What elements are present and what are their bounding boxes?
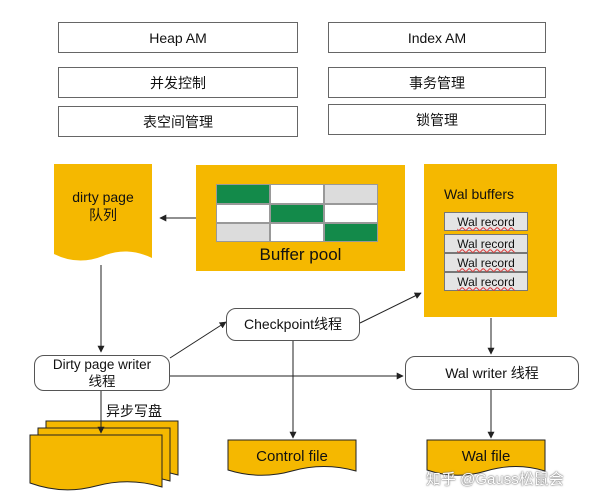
- dirty-page-queue-line1: dirty page: [72, 189, 134, 205]
- buffer-page-free: [216, 204, 270, 223]
- transaction-management-box: 事务管理: [328, 67, 546, 98]
- wal-record: Wal record: [444, 253, 528, 272]
- control-file-label: Control file: [256, 448, 328, 465]
- buffer-page-free: [270, 184, 324, 204]
- buffer-pool-label: Buffer pool: [259, 245, 342, 264]
- async-write-label: 异步写盘: [106, 403, 162, 419]
- dirty-writer-line1: Dirty page writer: [52, 357, 152, 372]
- index-am-box: Index AM: [328, 22, 546, 53]
- wal-buffers-title: Wal buffers: [444, 186, 515, 202]
- watermark: 知乎 @Gauss松鼠会: [426, 471, 564, 488]
- wal-writer-thread: Wal writer 线程: [405, 356, 579, 390]
- dirty-page-queue-label: dirty page 队列: [54, 188, 152, 224]
- buffer-page-clean: [216, 223, 270, 242]
- buffer-page-dirty: [216, 184, 270, 204]
- dirty-page-queue-shape: [54, 164, 152, 261]
- wal-file-label: Wal file: [461, 448, 511, 465]
- heap-am-box: Heap AM: [58, 22, 298, 53]
- wal-record: Wal record: [444, 212, 528, 231]
- buffer-page-clean: [324, 184, 378, 204]
- tablespace-management-box: 表空间管理: [58, 106, 298, 137]
- dirty-page-writer-thread: Dirty page writer 线程: [34, 355, 170, 391]
- concurrency-control-box: 并发控制: [58, 67, 298, 98]
- arrow-writer-to-checkpoint: [169, 321, 227, 359]
- checkpoint-thread: Checkpoint线程: [226, 308, 360, 341]
- wal-buffers: Wal buffers Wal record Wal record Wal re…: [424, 164, 557, 317]
- dirty-writer-line2: 线程: [88, 374, 116, 389]
- dirty-page-queue-line2: 队列: [89, 207, 117, 223]
- buffer-page-free: [324, 204, 378, 223]
- buffer-page-free: [270, 223, 324, 242]
- wal-record: Wal record: [444, 234, 528, 253]
- control-file-shape: [227, 439, 357, 476]
- arrow-checkpoint-to-walbuffers: [359, 292, 422, 324]
- buffer-page-dirty: [270, 204, 324, 223]
- buffer-page-dirty: [324, 223, 378, 242]
- wal-file-shape: [426, 439, 546, 476]
- buffer-pool-grid: [216, 184, 378, 242]
- stacked-doc-front: [29, 434, 163, 491]
- lock-management-box: 锁管理: [328, 104, 546, 135]
- buffer-pool: Buffer pool: [196, 165, 405, 271]
- wal-record: Wal record: [444, 272, 528, 291]
